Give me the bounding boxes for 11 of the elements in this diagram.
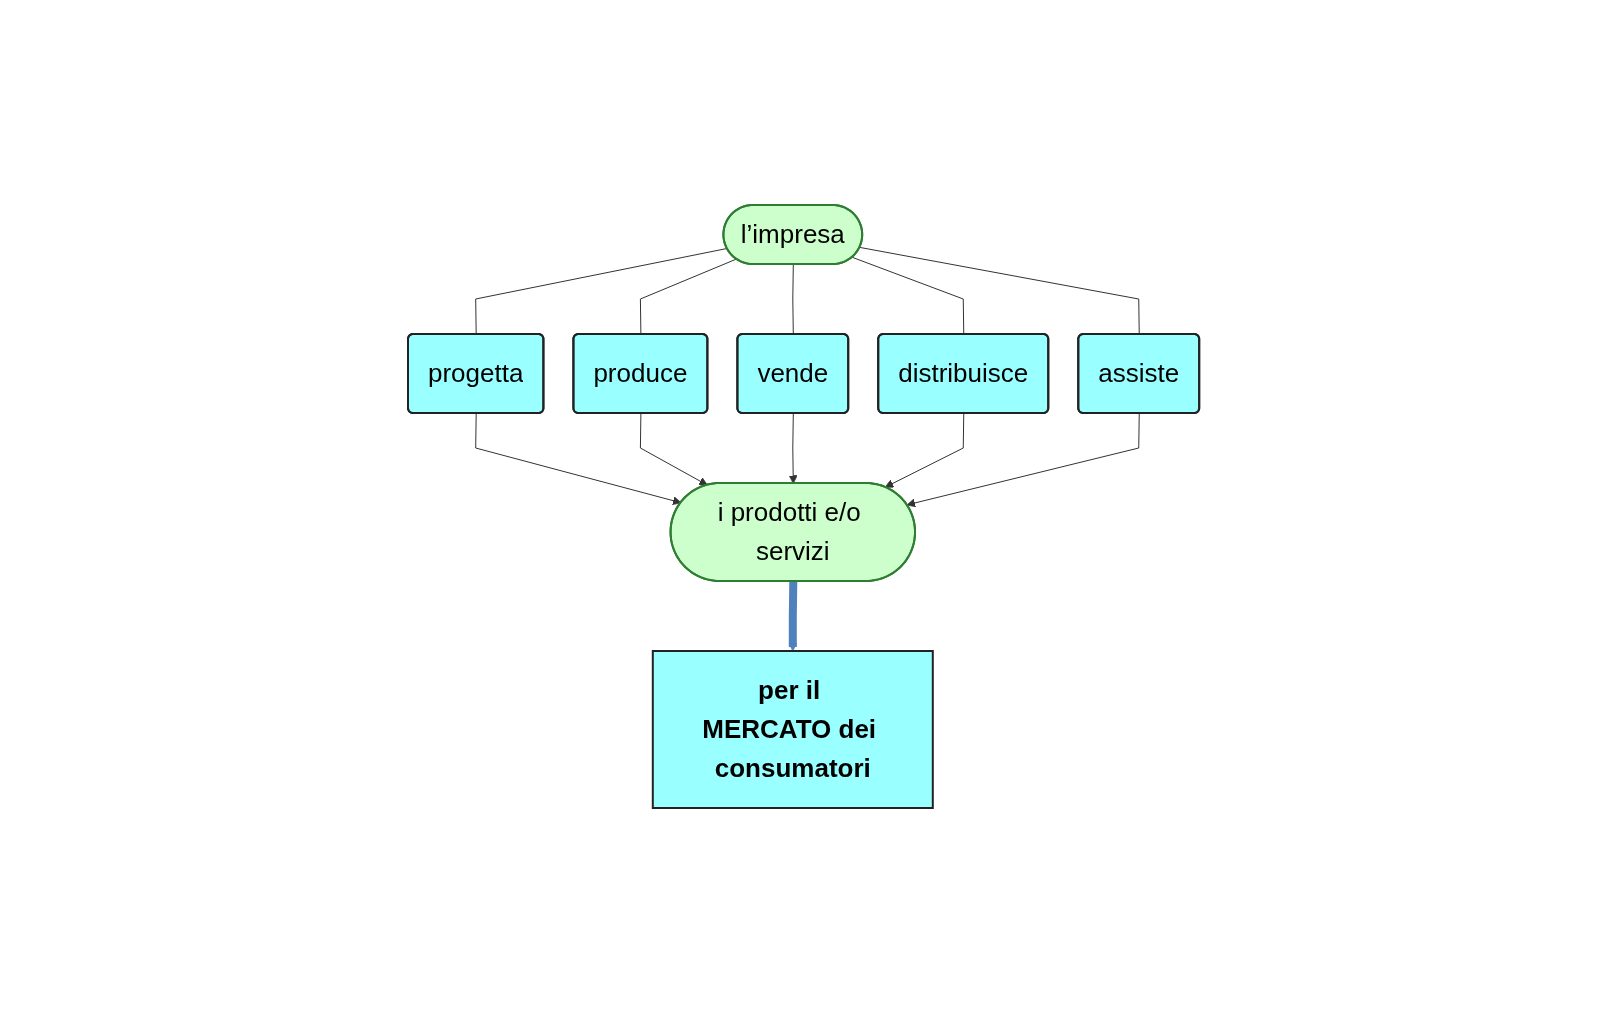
arrow: [640, 413, 709, 486]
connector: [792, 264, 795, 335]
arrow: [885, 413, 965, 488]
connector: [640, 258, 738, 335]
arrow: [475, 413, 682, 505]
node-box: per il MERCATO dei consumatori: [652, 650, 935, 809]
arrow: [789, 413, 798, 484]
arrow: [907, 413, 1141, 508]
connector: [859, 246, 1141, 335]
arrow: [788, 581, 798, 652]
connector: [852, 256, 965, 335]
